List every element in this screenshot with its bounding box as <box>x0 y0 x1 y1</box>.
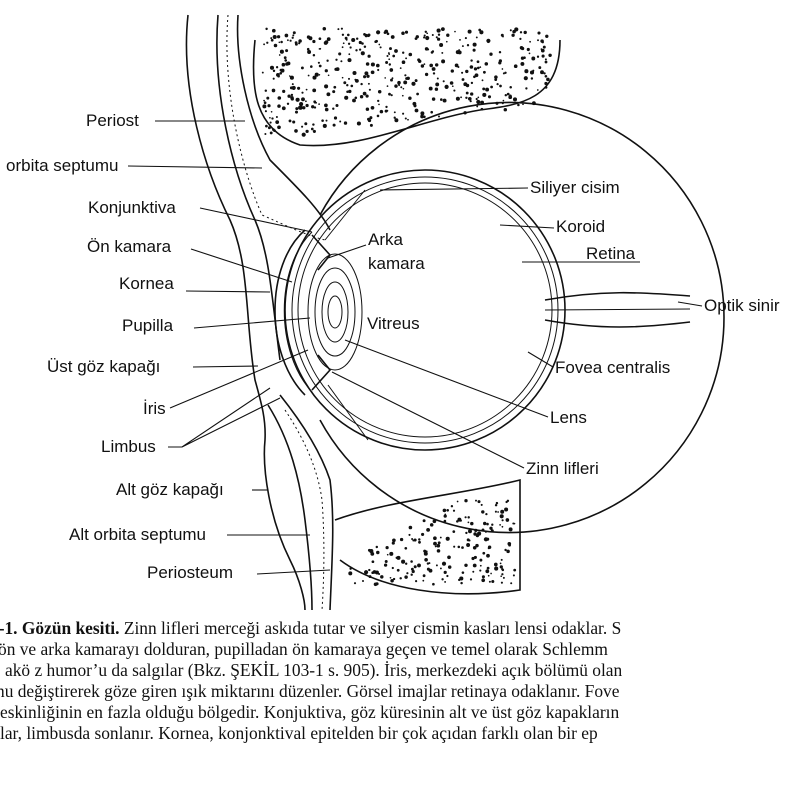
lower-orbit-bone <box>334 478 521 595</box>
label-alt-orbita-septumu: Alt orbita septumu <box>69 525 206 544</box>
label-optik-sinir: Optik sinir <box>704 296 780 315</box>
label-ust-goz-kapagi: Üst göz kapağı <box>47 357 160 376</box>
label-retina: Retina <box>586 244 636 263</box>
caption-line-2: ön ve arka kamarayı dolduran, pupilladan… <box>0 639 608 659</box>
caption-line-1: 3-1. Gözün kesiti. Zinn lifleri merceği … <box>0 618 800 639</box>
caption-line-3: akö z humor’u da salgılar (Bkz. ŞEKİL 10… <box>5 660 623 680</box>
caption-line-6: lar, limbusda sonlanır. Kornea, konjonkt… <box>0 723 598 743</box>
label-periosteum: Periosteum <box>147 563 233 582</box>
leader-konjunktiva <box>199 207 313 233</box>
label-kamara: kamara <box>368 254 425 273</box>
label-orbita-septumu: orbita septumu <box>6 156 118 175</box>
leader-optik-sinir <box>677 301 703 307</box>
leader-zinn-lifleri <box>331 371 525 469</box>
caption-title: 3-1. Gözün kesiti. <box>0 618 120 638</box>
leader-kornea <box>185 290 271 293</box>
eyelid-contours <box>185 14 334 611</box>
leader-ust-goz-kapagi <box>192 365 259 368</box>
eyeball <box>274 101 725 534</box>
label-pupilla: Pupilla <box>122 316 174 335</box>
leader-pupilla <box>193 317 311 329</box>
label-vitreus: Vitreus <box>367 314 420 333</box>
caption-line-1-text: Zinn lifleri merceği askıda tutar ve sil… <box>119 618 622 638</box>
leader-lens <box>344 339 549 418</box>
leader-iris <box>169 349 309 409</box>
label-fovea-centralis: Fovea centralis <box>555 358 670 377</box>
leader-periosteum <box>256 569 331 575</box>
leader-koroid <box>499 224 555 229</box>
label-siliyer-cisim: Siliyer cisim <box>530 178 620 197</box>
label-periost: Periost <box>86 111 139 130</box>
label-alt-goz-kapagi: Alt göz kapağı <box>116 480 224 499</box>
leader-siliyer-cisim <box>379 187 529 191</box>
label-iris: İris <box>143 399 166 418</box>
label-koroid: Koroid <box>556 217 605 236</box>
caption-line-4: nu değiştirerek göze giren ışık miktarın… <box>0 681 620 701</box>
upper-orbit-bone <box>252 27 561 147</box>
label-zinn-lifleri: Zinn lifleri <box>526 459 599 478</box>
label-kornea: Kornea <box>119 274 174 293</box>
label-arka: Arka <box>368 230 404 249</box>
label-lens: Lens <box>550 408 587 427</box>
label-limbus: Limbus <box>101 437 156 456</box>
leader-fovea-centralis <box>527 351 554 368</box>
leader-orbita-septumu <box>127 165 263 169</box>
leader-on-kamara <box>190 248 293 283</box>
leader-arka-kamara <box>327 244 367 259</box>
label-on-kamara: Ön kamara <box>87 237 172 256</box>
figure-caption: 3-1. Gözün kesiti. Zinn lifleri merceği … <box>0 618 800 744</box>
label-konjunktiva: Konjunktiva <box>88 198 176 217</box>
leader-limbus <box>168 387 281 448</box>
caption-line-5: eskinliğinin en fazla olduğu bölgedir. K… <box>0 702 620 722</box>
